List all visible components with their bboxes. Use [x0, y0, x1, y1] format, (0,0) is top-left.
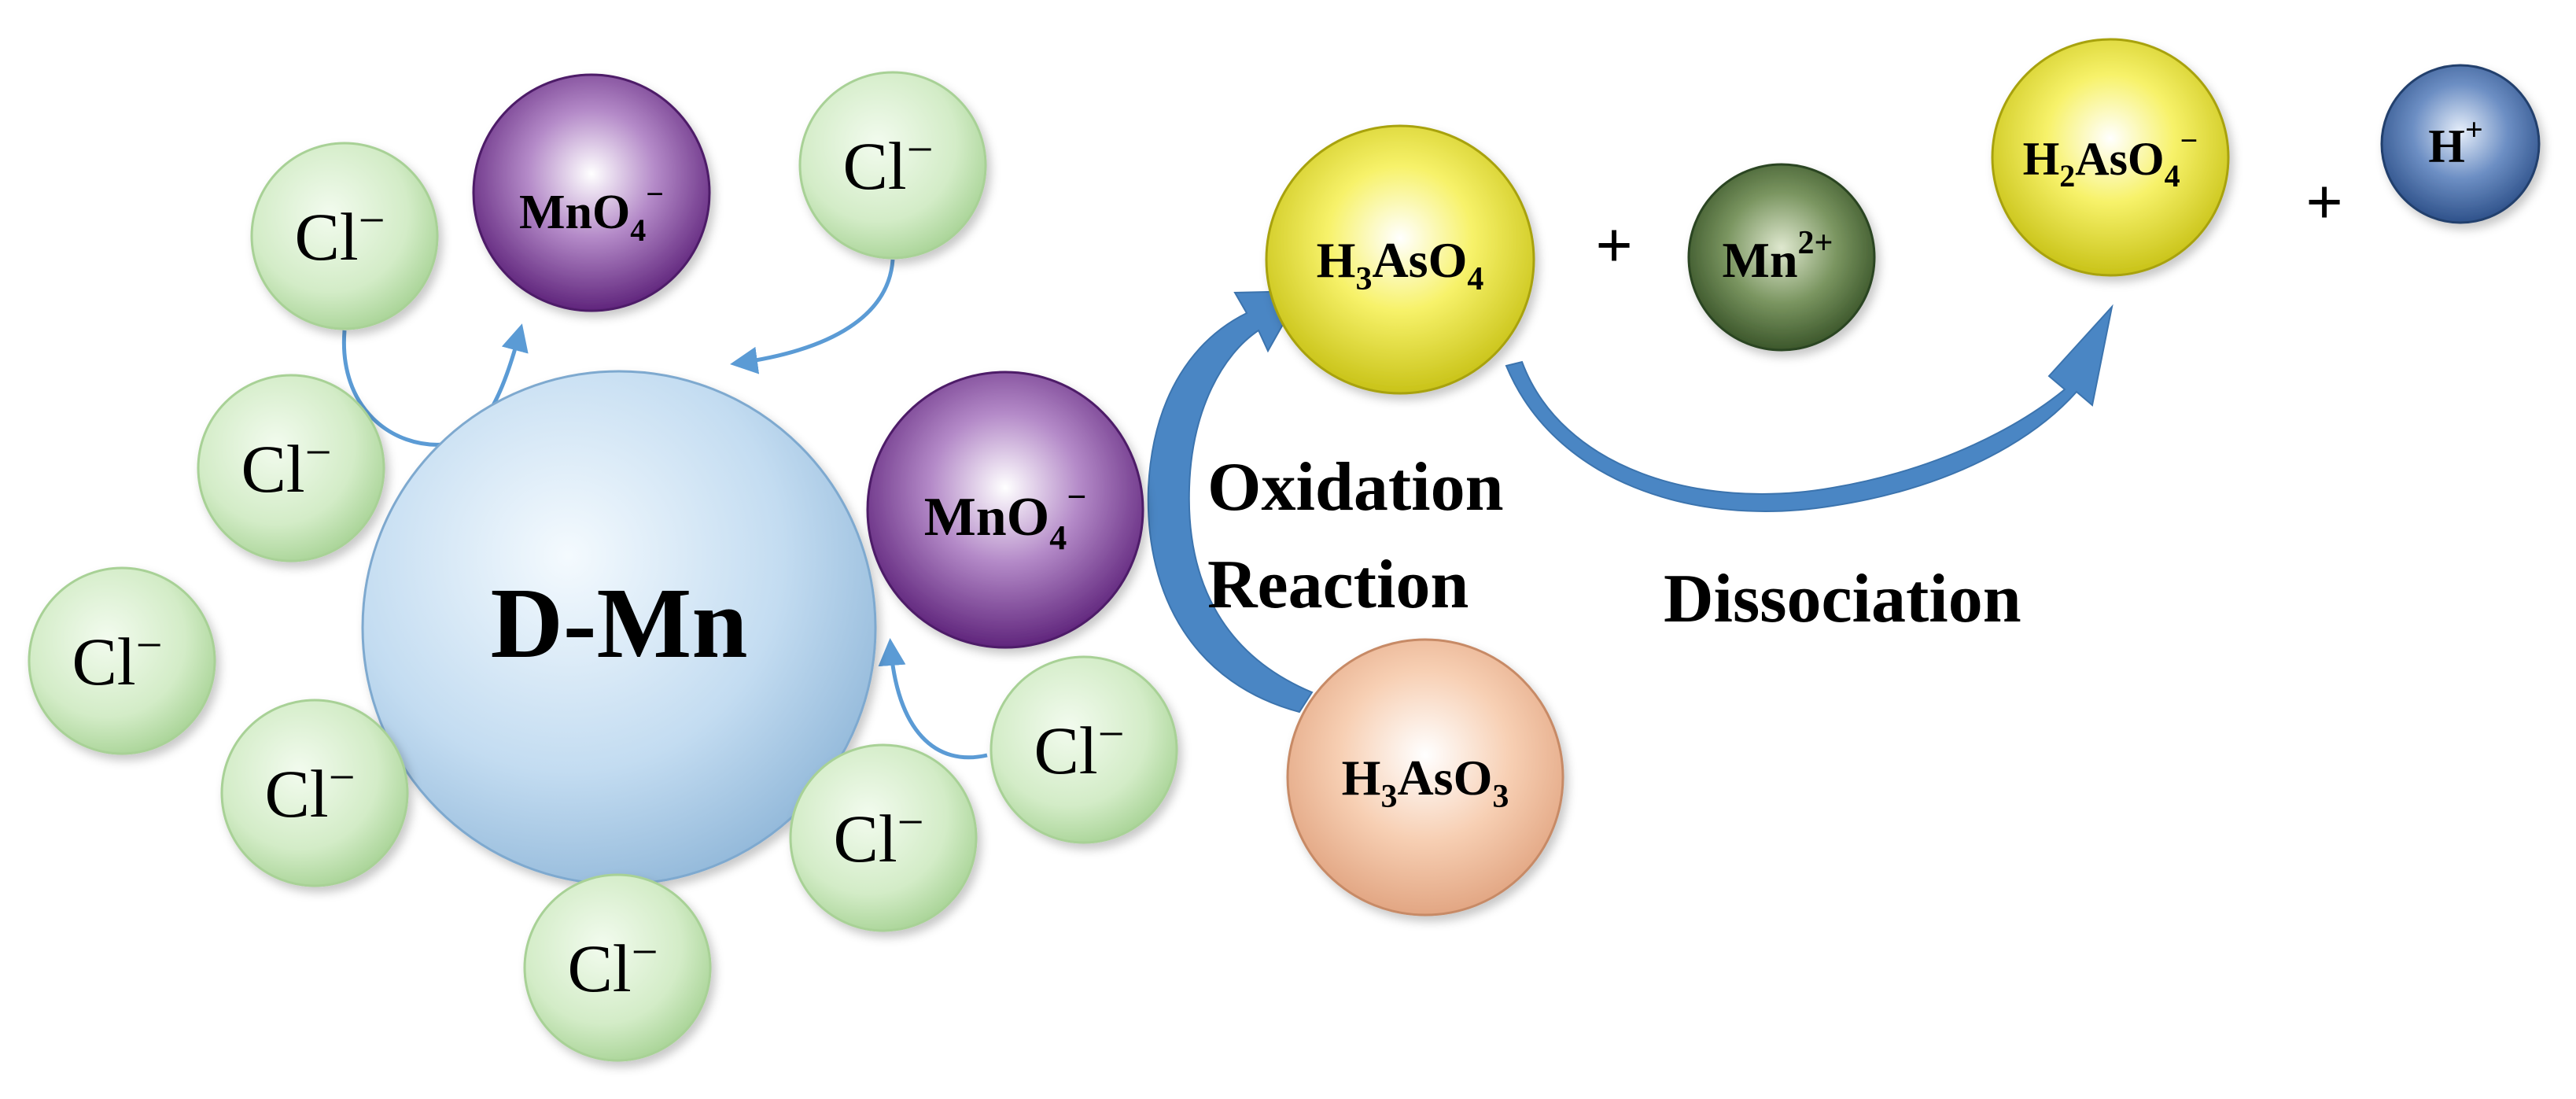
- permanganate-label-right: MnO4−: [924, 478, 1087, 557]
- oxidation-label-line1: Oxidation: [1207, 449, 1504, 526]
- permanganate-sphere-top: [472, 73, 711, 312]
- chloride-sphere-4: [28, 566, 216, 755]
- dihydrogen-arsenate-label: H2AsO4−: [2023, 123, 2198, 194]
- arsenate-sphere: [1265, 124, 1535, 395]
- chloride-label-2: Cl−: [842, 124, 933, 204]
- chloride-sphere-8: [989, 655, 1178, 844]
- chloride-sphere-6: [523, 873, 712, 1062]
- permanganate-label-top: MnO4−: [519, 176, 664, 248]
- oxidation-label-line2: Reaction: [1207, 547, 1469, 623]
- dihydrogen-arsenate-sphere: [1991, 38, 2230, 277]
- chloride-label-1: Cl−: [294, 194, 385, 275]
- arsenite-label: H3AsO3: [1342, 750, 1509, 815]
- plus-sign-2: +: [2305, 166, 2343, 239]
- dissociation-label: Dissociation: [1664, 561, 2021, 637]
- thin-arrow-cl-to-core-top: [730, 259, 895, 374]
- chloride-label-3: Cl−: [241, 426, 331, 507]
- thin-arrow-cl-to-core-right: [878, 638, 988, 760]
- chloride-sphere-1: [250, 142, 439, 330]
- proton-sphere: [2380, 64, 2541, 224]
- chloride-label-4: Cl−: [72, 619, 162, 699]
- chloride-label-7: Cl−: [833, 796, 923, 876]
- core-label: D-Mn: [490, 567, 747, 679]
- oxidation-arrow: [1147, 290, 1314, 714]
- chloride-label-8: Cl−: [1034, 708, 1124, 788]
- plus-sign-1: +: [1595, 209, 1633, 282]
- chloride-sphere-5: [220, 699, 409, 887]
- chloride-sphere-7: [789, 743, 978, 932]
- chloride-sphere-2: [798, 71, 987, 260]
- chloride-sphere-3: [197, 374, 385, 562]
- manganese-ion-label: Mn2+: [1723, 225, 1833, 288]
- dissociation-arrow: [1505, 304, 2113, 512]
- chloride-label-5: Cl−: [264, 751, 355, 832]
- chloride-label-6: Cl−: [567, 926, 658, 1006]
- arsenate-label: H3AsO4: [1317, 232, 1484, 297]
- arsenite-sphere: [1286, 638, 1564, 916]
- permanganate-sphere-right: [866, 371, 1144, 649]
- proton-label: H+: [2428, 112, 2482, 172]
- manganese-ion-sphere: [1687, 163, 1876, 352]
